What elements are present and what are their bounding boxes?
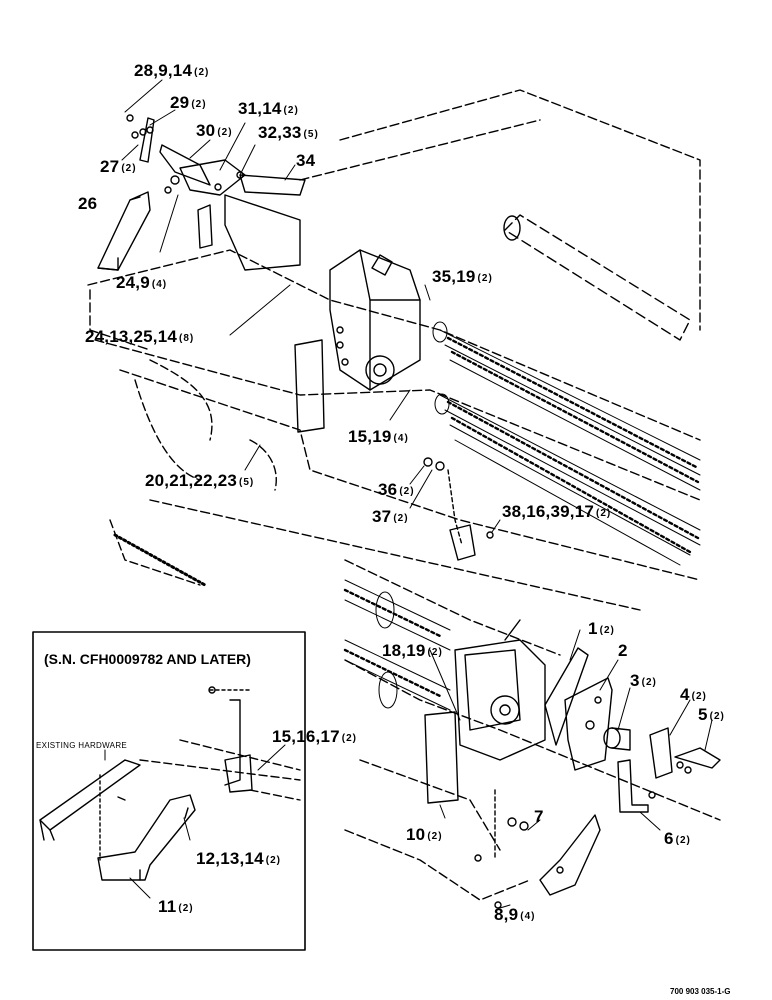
callout-37: 37(2) <box>372 507 409 526</box>
callout-15-16-17-inset: 15,16,17(2) <box>272 727 358 746</box>
callout-35-19: 35,19(2) <box>432 267 493 286</box>
lower-gearbox <box>454 619 546 761</box>
callout-4: 4(2) <box>680 685 707 704</box>
callout-29: 29(2) <box>170 93 207 112</box>
existing-hardware-label: EXISTING HARDWARE <box>36 741 128 750</box>
upper-frame <box>87 89 701 611</box>
guard-arc-upper <box>109 359 277 586</box>
linkage-36-37 <box>423 457 494 561</box>
bracket-2 <box>564 677 613 771</box>
callout-5: 5(2) <box>698 705 725 724</box>
callout-24-13-25-14: 24,13,25,14(8) <box>85 327 195 346</box>
support-arm-26 <box>97 191 151 271</box>
callout-8-9: 8,9(4) <box>494 905 536 924</box>
upper-roller-shaft <box>503 214 691 341</box>
callout-3: 3(2) <box>630 671 657 690</box>
deflector-parts <box>126 114 306 271</box>
figure-number: 700 903 035-1-G <box>670 987 731 996</box>
callout-18-19: 18,19(2) <box>382 641 443 660</box>
callout-12-13-14: 12,13,14(2) <box>196 849 282 868</box>
callout-38-16-39-17: 38,16,39,17(2) <box>502 502 612 521</box>
callout-36: 36(2) <box>378 480 415 499</box>
bracket-6 <box>617 759 656 813</box>
callout-26: 26 <box>78 194 98 213</box>
inset-title: (S.N. CFH0009782 AND LATER) <box>44 651 251 667</box>
callout-15-19-upper: 15,19(4) <box>348 427 409 446</box>
lower-rolls <box>343 579 451 711</box>
shield-7 <box>539 814 601 896</box>
callout-24-9: 24,9(4) <box>116 273 168 292</box>
upper-gearbox <box>329 249 421 391</box>
callout-10: 10(2) <box>406 825 443 844</box>
callout-27: 27(2) <box>100 157 137 176</box>
lower-left-roll-edge <box>113 533 207 587</box>
leader-lines-inset <box>129 744 286 899</box>
inset-frame <box>32 631 306 951</box>
callout-11: 11(2) <box>158 897 194 916</box>
callout-20-21-22-23: 20,21,22,23(5) <box>145 471 255 490</box>
bushing-3 <box>603 727 631 751</box>
callout-6: 6(2) <box>664 829 691 848</box>
linkage-lower <box>474 789 529 909</box>
callout-31-14: 31,14(2) <box>238 99 299 118</box>
side-plate-lower-10 <box>424 711 459 804</box>
link-4-5 <box>649 727 721 779</box>
inset-drawing <box>39 686 301 881</box>
callout-2: 2 <box>618 641 628 660</box>
callout-1: 1(2) <box>588 619 615 638</box>
callout-7: 7 <box>534 807 544 826</box>
callout-28-9-14: 28,9,14(2) <box>134 61 210 80</box>
side-plate-upper <box>294 326 349 433</box>
callout-34: 34 <box>296 151 316 170</box>
callout-30: 30(2) <box>196 121 233 140</box>
lower-frame <box>344 559 721 901</box>
callout-32-33: 32,33(5) <box>258 123 319 142</box>
conditioning-rolls <box>432 321 701 566</box>
bracket-1 <box>544 647 589 746</box>
leader-lines-upper <box>121 79 501 533</box>
leader-lines-lower <box>429 629 713 909</box>
